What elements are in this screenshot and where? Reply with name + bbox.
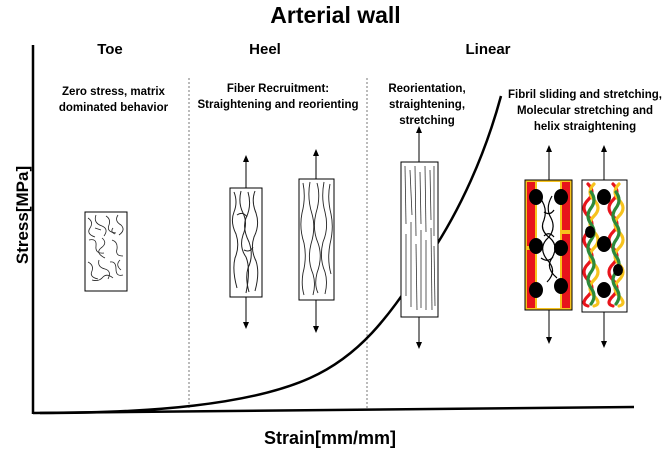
toe-fiber-network (84, 211, 128, 292)
molecular-description: Fibril sliding and stretching, Molecular… (502, 87, 668, 135)
toe-description-line: dominated behavior (58, 102, 169, 114)
heel-description: Fiber Recruitment: Straightening and reo… (193, 81, 363, 113)
x-axis (32, 405, 635, 415)
phase-label-toe: Toe (97, 41, 123, 58)
fibril-sliding-panel (524, 145, 573, 344)
stress-strain-curve (39, 95, 503, 415)
heel-description-line: Straightening and reorienting (197, 99, 359, 111)
molecular-description-line: helix straightening (533, 121, 637, 133)
toe-description-line: Zero stress, matrix (62, 86, 165, 98)
phase-label-linear: Linear (465, 41, 511, 58)
molecular-description-line: Fibril sliding and stretching, (508, 89, 662, 101)
diagram-title: Arterial wall (270, 2, 401, 28)
linear-description-line: straightening, (388, 99, 466, 111)
toe-description: Zero stress, matrix dominated behavior (46, 84, 181, 116)
helix-straightening-panel (581, 145, 628, 348)
linear-description-line: Reorientation, (388, 83, 466, 95)
y-axis-label: Stress[MPa] (13, 165, 32, 265)
linear-fiber-box (400, 126, 439, 349)
x-axis-label: Strain[mm/mm] (263, 428, 397, 448)
phase-label-heel: Heel (249, 41, 281, 58)
heel-fiber-box-2 (298, 149, 335, 333)
molecular-description-line: Molecular stretching and (516, 105, 654, 117)
heel-description-line: Fiber Recruitment: (226, 83, 330, 95)
heel-fiber-box-1 (229, 155, 263, 329)
linear-description-line: stretching (399, 115, 455, 127)
linear-description: Reorientation, straightening, stretching (377, 81, 477, 129)
